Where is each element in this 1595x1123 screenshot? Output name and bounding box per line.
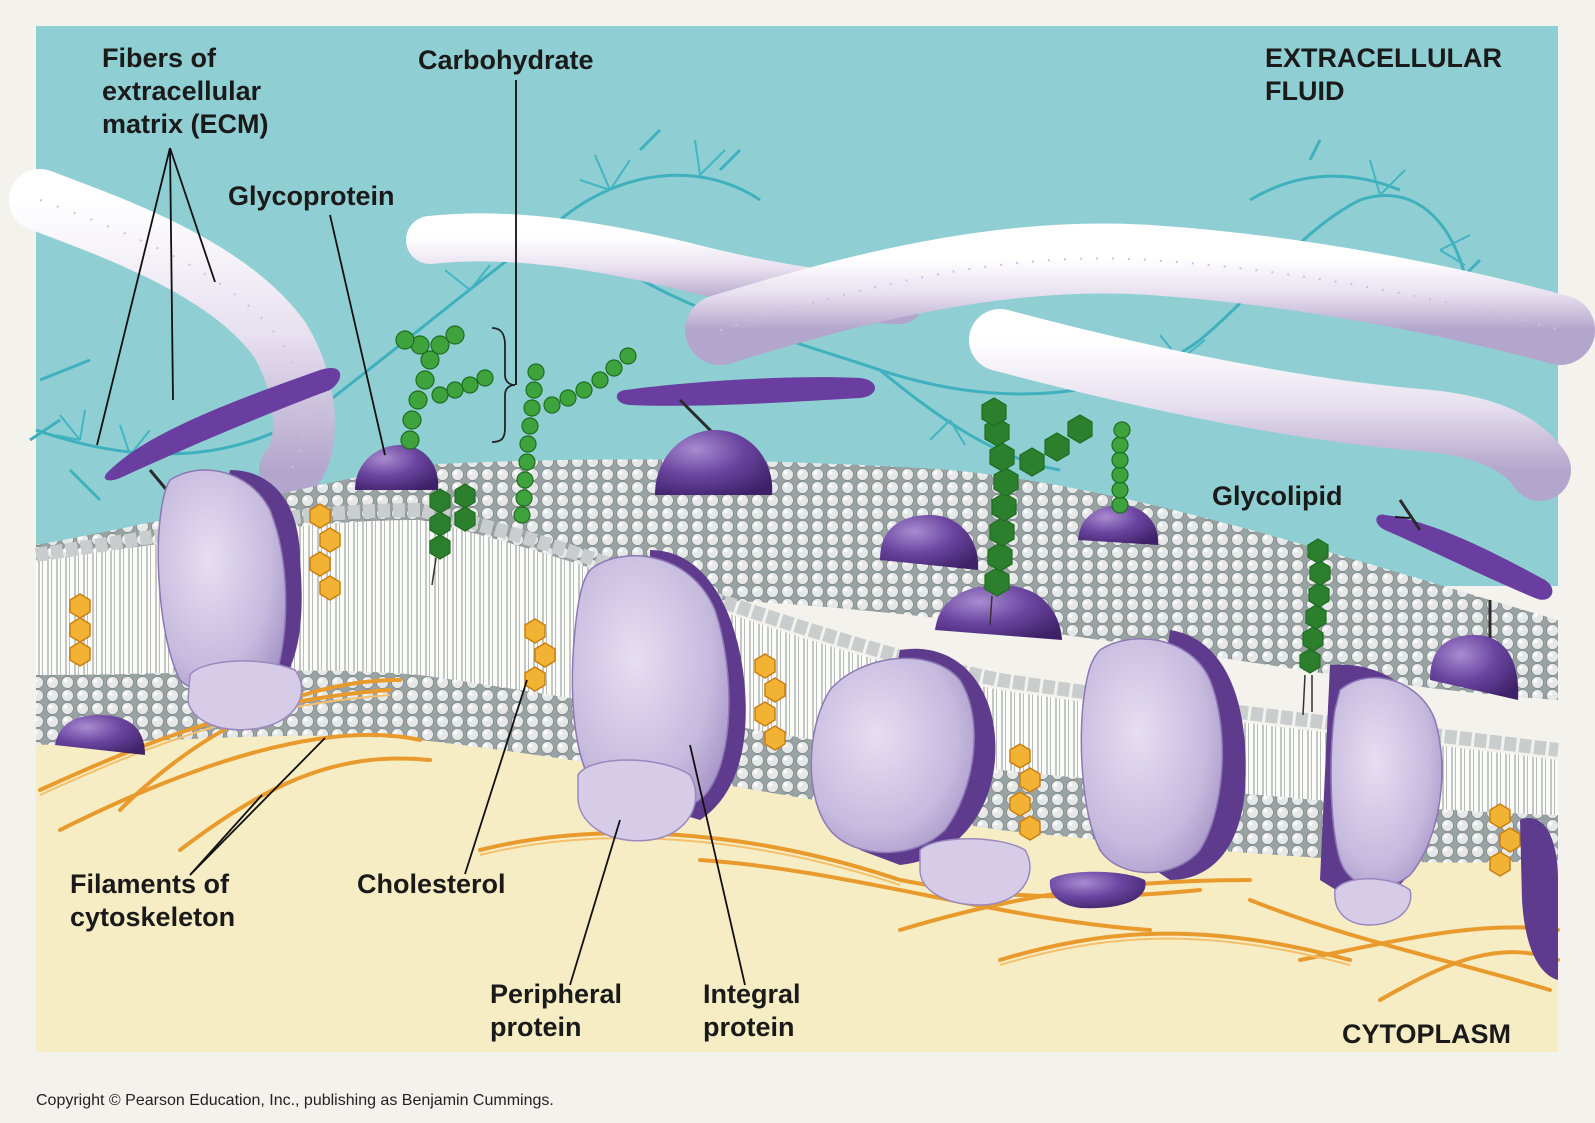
integral-protein-4	[1081, 630, 1245, 880]
label-extracellular-fluid: EXTRACELLULAR FLUID	[1265, 42, 1502, 108]
label-peripheral-protein: Peripheral protein	[490, 978, 622, 1044]
label-filaments-of-cytoskeleton: Filaments of cytoskeleton	[70, 868, 235, 934]
label-integral-protein: Integral protein	[703, 978, 801, 1044]
label-glycolipid: Glycolipid	[1212, 480, 1343, 513]
copyright-notice: Copyright © Pearson Education, Inc., pub…	[36, 1092, 554, 1110]
label-glycoprotein: Glycoprotein	[228, 180, 395, 213]
label-cholesterol: Cholesterol	[357, 868, 506, 901]
label-carbohydrate: Carbohydrate	[418, 44, 594, 77]
label-cytoplasm: CYTOPLASM	[1342, 1018, 1511, 1051]
label-ecm-fibers: Fibers of extracellular matrix (ECM)	[102, 42, 269, 141]
